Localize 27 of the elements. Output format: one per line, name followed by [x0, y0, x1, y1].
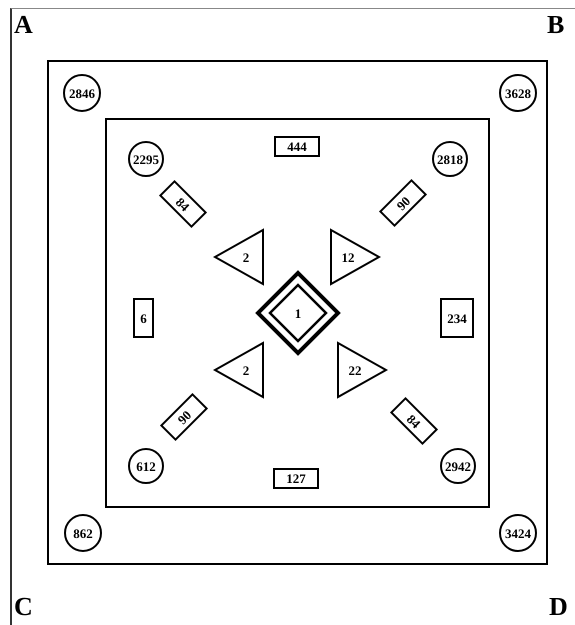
triangle-node: 22: [337, 342, 387, 398]
circle-node: 862: [64, 514, 102, 552]
double-diamond-node: 1: [256, 271, 340, 355]
square-frame: [47, 60, 548, 565]
rect-node: 6: [133, 298, 154, 338]
circle-node: 3628: [499, 74, 537, 112]
square-frame: [105, 118, 490, 508]
circle-node: 2942: [440, 448, 476, 484]
triangle-node: 2: [214, 229, 264, 285]
triangle-node: 2: [214, 342, 264, 398]
circle-node: 2818: [432, 141, 468, 177]
rect-node: 234: [440, 298, 474, 338]
circle-node: 2846: [63, 74, 101, 112]
corner-letter: A: [14, 12, 33, 38]
rect-node: 127: [273, 468, 319, 489]
corner-letter: D: [549, 594, 568, 620]
rect-node: 90: [378, 178, 428, 228]
circle-node: 612: [128, 448, 164, 484]
rect-node: 84: [158, 180, 208, 228]
circle-node: 2295: [128, 141, 164, 177]
rect-node: 444: [274, 136, 320, 157]
circle-node: 3424: [499, 514, 537, 552]
corner-letter: C: [14, 594, 33, 620]
triangle-node: 12: [330, 229, 380, 285]
rect-node: 84: [390, 396, 438, 446]
rect-node: 90: [160, 392, 208, 442]
corner-letter: B: [547, 12, 564, 38]
